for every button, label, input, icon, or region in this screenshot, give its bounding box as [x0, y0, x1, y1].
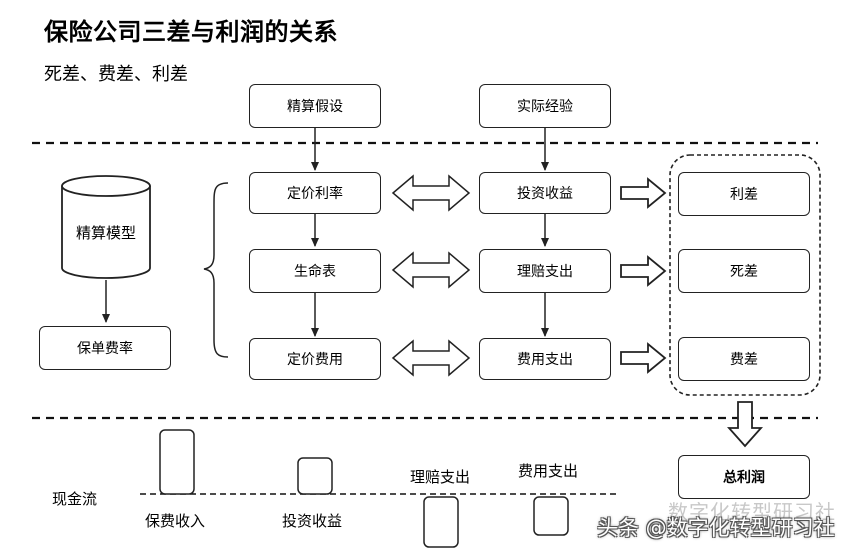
box-claims-expense: 理赔支出 [479, 249, 611, 293]
block-arrow-to-profit [726, 401, 764, 448]
box-interest-spread: 利差 [678, 172, 810, 216]
cashflow-bar-investment [297, 457, 333, 495]
box-mortality-spread: 死差 [678, 249, 810, 293]
double-arrow-expense [391, 339, 471, 377]
box-investment-return: 投资收益 [479, 172, 611, 214]
box-expense-outflow: 费用支出 [479, 338, 611, 380]
double-arrow-mortality [391, 251, 471, 289]
watermark: 头条 @数字化转型研习社 [597, 516, 835, 540]
spread-group-frame [669, 154, 821, 396]
brace-shape [203, 182, 229, 358]
double-arrow-rate [391, 174, 471, 212]
box-premium-rate: 保单费率 [39, 326, 171, 370]
claims-expense-label: 理赔支出 [410, 468, 471, 486]
expense-outflow-label: 费用支出 [518, 462, 579, 480]
premium-income-label: 保费收入 [145, 512, 206, 530]
model-label: 精算模型 [75, 224, 136, 242]
watermark-faint: 数字化转型研习社 [668, 500, 836, 524]
box-life-table: 生命表 [249, 249, 381, 293]
diagram-subtitle: 死差、费差、利差 [44, 64, 188, 85]
investment-income-label: 投资收益 [282, 512, 343, 530]
box-expense-spread: 费差 [678, 337, 810, 381]
box-pricing-expense: 定价费用 [249, 338, 381, 380]
cashflow-bar-premium [159, 429, 195, 495]
diagram-title: 保险公司三差与利润的关系 [44, 18, 338, 46]
block-arrow-mortality [620, 255, 667, 287]
box-pricing-interest-rate: 定价利率 [249, 172, 381, 214]
box-actual-experience: 实际经验 [479, 84, 611, 128]
cashflow-bar-expense [533, 496, 569, 536]
cashflow-bar-claims [423, 496, 459, 548]
block-arrow-expense [620, 342, 667, 374]
box-total-profit: 总利润 [678, 455, 810, 499]
database-cylinder-icon [61, 175, 151, 279]
box-pricing-assumption: 精算假设 [249, 84, 381, 128]
cashflow-label: 现金流 [52, 490, 98, 508]
block-arrow-interest [620, 177, 667, 209]
